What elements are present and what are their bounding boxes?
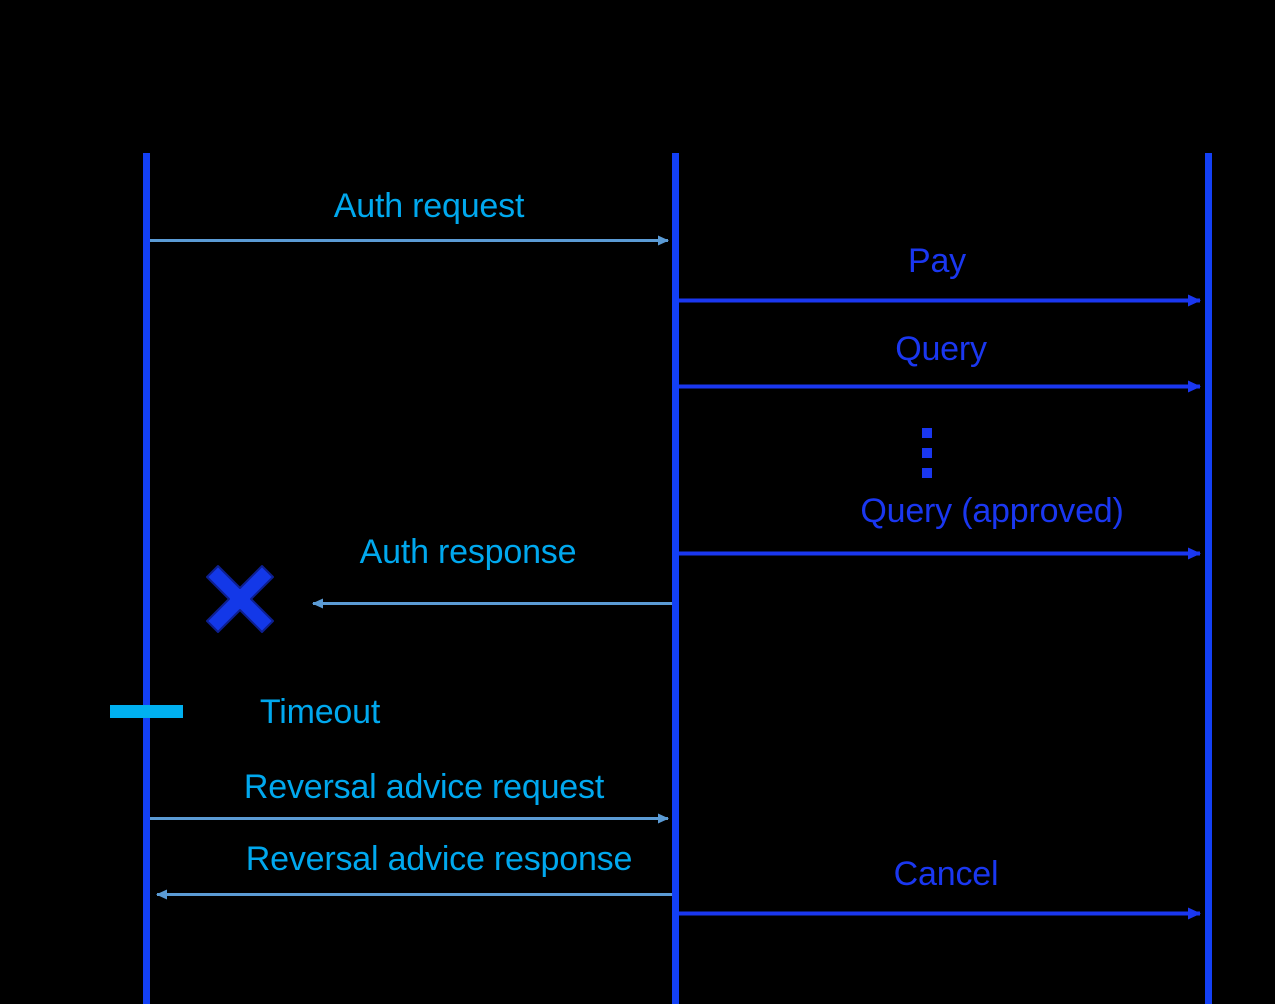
timeout-marker-icon bbox=[110, 705, 183, 718]
label-cancel: Cancel bbox=[893, 855, 999, 893]
label-pay: Pay bbox=[908, 242, 966, 280]
vertical-ellipsis-icon bbox=[922, 428, 932, 478]
lifelines-group bbox=[143, 153, 1212, 1004]
label-auth-response: Auth response bbox=[359, 533, 577, 571]
label-query-approved: Query (approved) bbox=[860, 492, 1124, 530]
message-arrows-group bbox=[150, 235, 1201, 920]
label-timeout: Timeout bbox=[259, 693, 381, 731]
label-reversal-advice-response: Reversal advice response bbox=[245, 840, 633, 878]
label-query: Query bbox=[895, 330, 987, 368]
label-auth-request: Auth request bbox=[333, 187, 525, 225]
failure-cross-icon bbox=[206, 565, 274, 633]
label-reversal-advice-request: Reversal advice request bbox=[243, 768, 605, 806]
